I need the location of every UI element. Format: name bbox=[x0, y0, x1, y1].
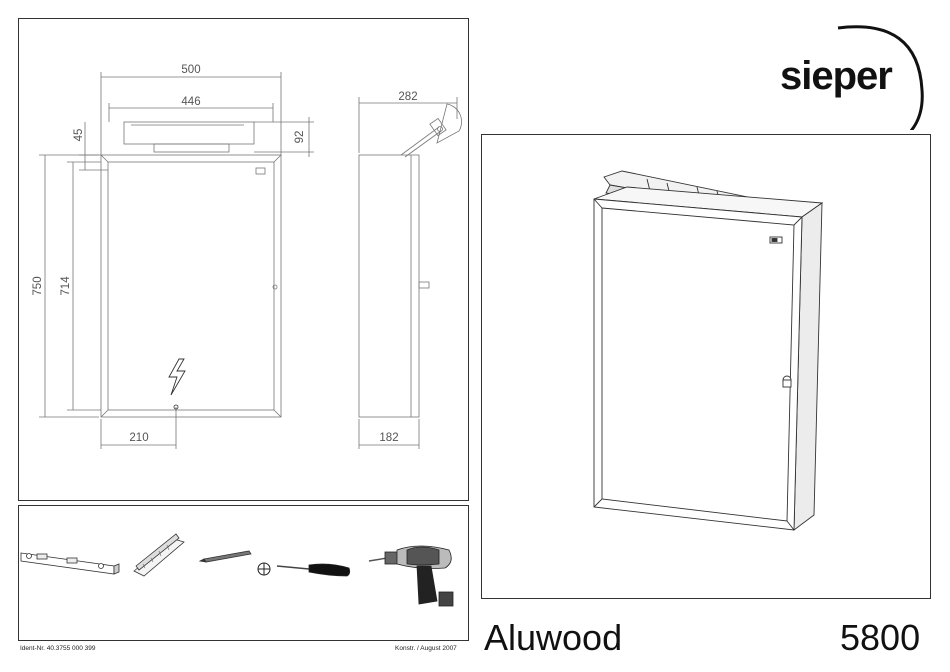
front-cabinet-outline bbox=[101, 155, 281, 417]
spirit-level-icon bbox=[21, 553, 119, 574]
dim-500: 500 bbox=[181, 64, 200, 76]
dim-282: 282 bbox=[398, 91, 417, 103]
tools-panel bbox=[18, 505, 469, 641]
dim-45: 45 bbox=[73, 129, 85, 142]
folding-ruler-icon bbox=[134, 534, 184, 576]
cabinet-3d-illustration bbox=[594, 171, 822, 530]
product-number: 5800 bbox=[840, 620, 920, 656]
brand-logo: sieper bbox=[770, 20, 930, 130]
technical-drawing-panel: 500 446 92 45 750 714 282 210 182 bbox=[18, 18, 469, 501]
ident-number: Ident-Nr. 40.3755 000 399 bbox=[20, 645, 96, 652]
technical-drawing-svg: 500 446 92 45 750 714 282 210 182 bbox=[19, 19, 470, 502]
product-illustration-panel bbox=[481, 134, 931, 599]
dim-714: 714 bbox=[60, 276, 72, 296]
product-name: Aluwood bbox=[484, 620, 622, 656]
screwdriver-icon bbox=[277, 564, 350, 576]
dim-750: 750 bbox=[32, 276, 44, 295]
drill-icon bbox=[369, 546, 453, 606]
side-cabinet-outline bbox=[359, 155, 419, 417]
electrical-hazard-icon bbox=[169, 359, 185, 395]
dim-182: 182 bbox=[379, 432, 398, 444]
logo-text: sieper bbox=[780, 54, 892, 99]
phillips-symbol-icon bbox=[258, 563, 270, 575]
construction-date: Konstr. / August 2007 bbox=[395, 645, 457, 652]
dim-210: 210 bbox=[129, 432, 148, 444]
dim-92: 92 bbox=[294, 131, 306, 144]
dim-446: 446 bbox=[181, 96, 200, 108]
pencil-icon bbox=[200, 551, 251, 562]
